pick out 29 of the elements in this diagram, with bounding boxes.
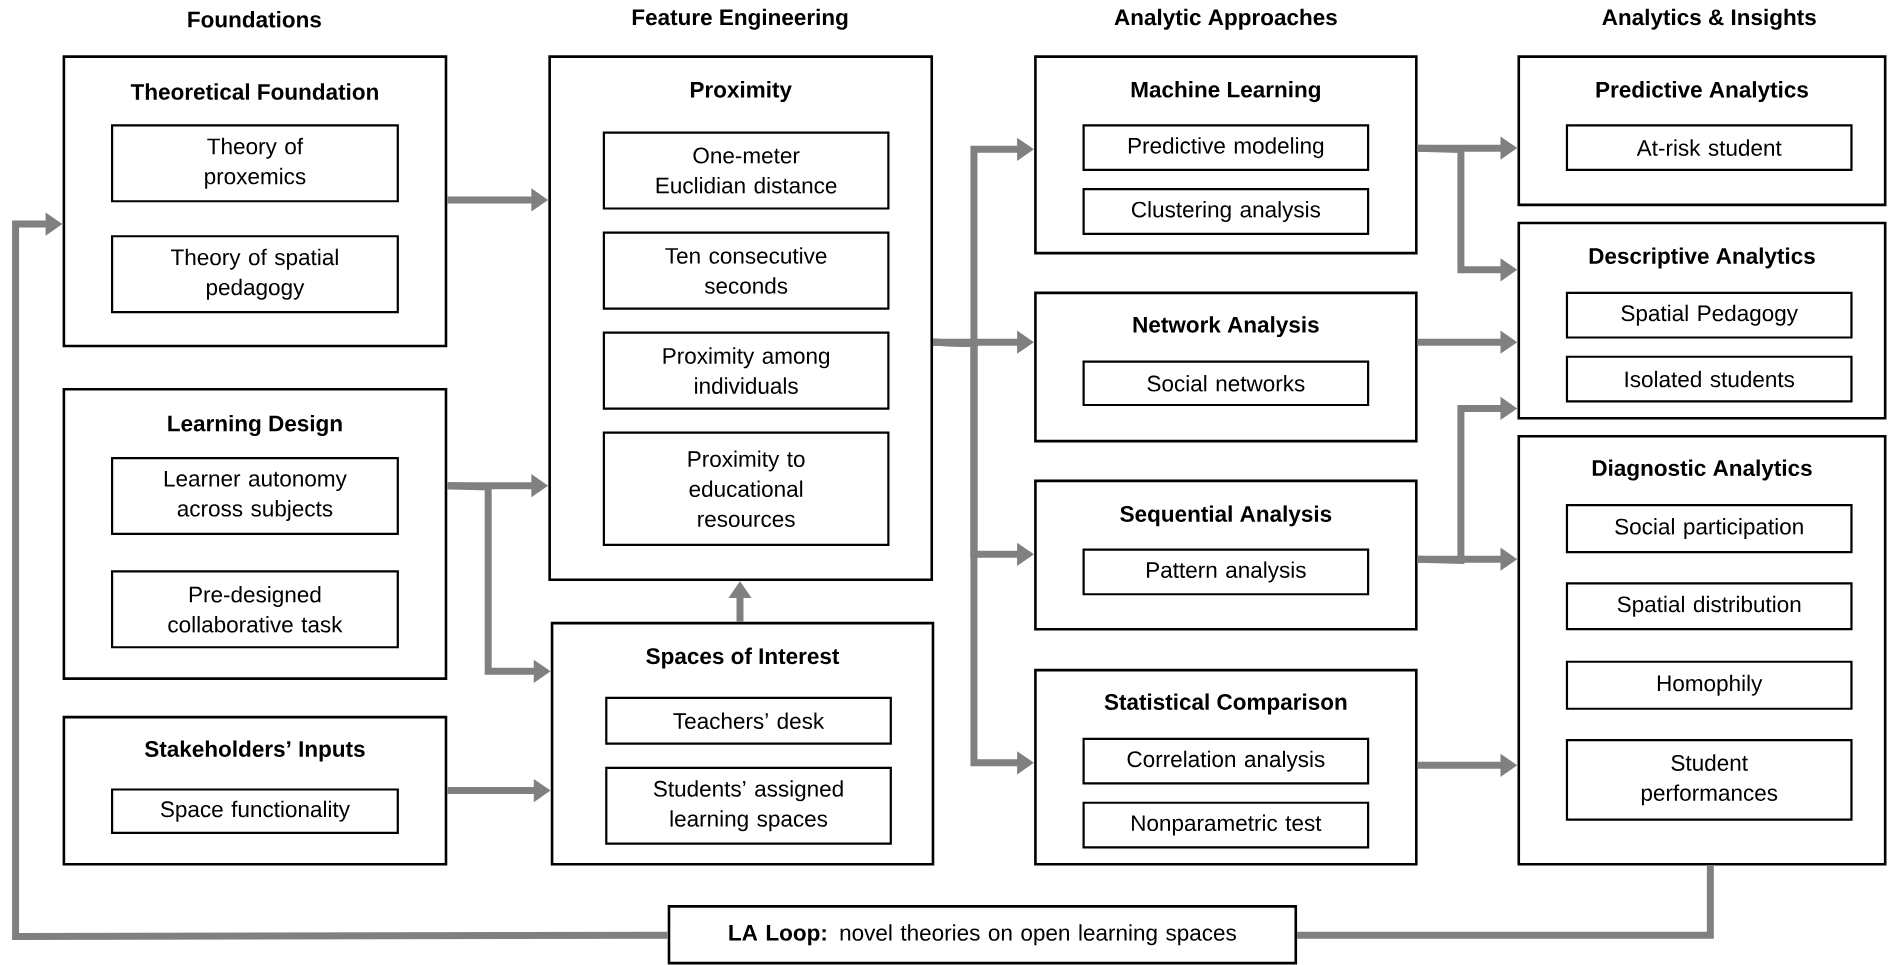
item-box: One-meter Euclidian distance bbox=[602, 131, 890, 210]
item-box: Social participation bbox=[1565, 503, 1853, 554]
item-box: Spatial Pedagogy bbox=[1565, 291, 1853, 339]
column-heading: Feature Engineering bbox=[632, 8, 848, 30]
item-box: At-risk student bbox=[1565, 124, 1853, 172]
item-box: Learner autonomy across subjects bbox=[111, 456, 399, 536]
item-box: Space functionality bbox=[111, 788, 399, 834]
item-box: Clustering analysis bbox=[1082, 188, 1370, 235]
item-box: Predictive modeling bbox=[1082, 124, 1370, 172]
item-box: Nonparametric test bbox=[1082, 801, 1370, 849]
column-heading: Analytic Approaches bbox=[1114, 8, 1337, 30]
item-box: Student performances bbox=[1565, 738, 1853, 821]
loop-box: LA Loop: novel theories on open learning spaces bbox=[667, 905, 1298, 965]
item-box: Spatial distribution bbox=[1565, 582, 1853, 631]
item-box: Proximity to educational resources bbox=[602, 431, 890, 546]
item-box: Proximity among individuals bbox=[602, 331, 890, 410]
item-box: Correlation analysis bbox=[1082, 737, 1370, 785]
item-box: Pre-designed collaborative task bbox=[111, 570, 399, 649]
item-box: Pattern analysis bbox=[1082, 548, 1370, 596]
item-box: Ten consecutive seconds bbox=[602, 231, 890, 310]
column-heading: Analytics & Insights bbox=[1602, 8, 1816, 30]
item-box: Theory of proxemics bbox=[111, 124, 399, 203]
item-box: Isolated students bbox=[1565, 355, 1853, 403]
item-box: Teachers’ desk bbox=[605, 696, 892, 745]
item-box: Homophily bbox=[1565, 660, 1853, 710]
item-box: Students’ assigned learning spaces bbox=[605, 766, 892, 845]
item-box: Social networks bbox=[1082, 360, 1370, 407]
item-box: Theory of spatial pedagogy bbox=[111, 235, 399, 314]
column-heading: Foundations bbox=[188, 11, 321, 28]
